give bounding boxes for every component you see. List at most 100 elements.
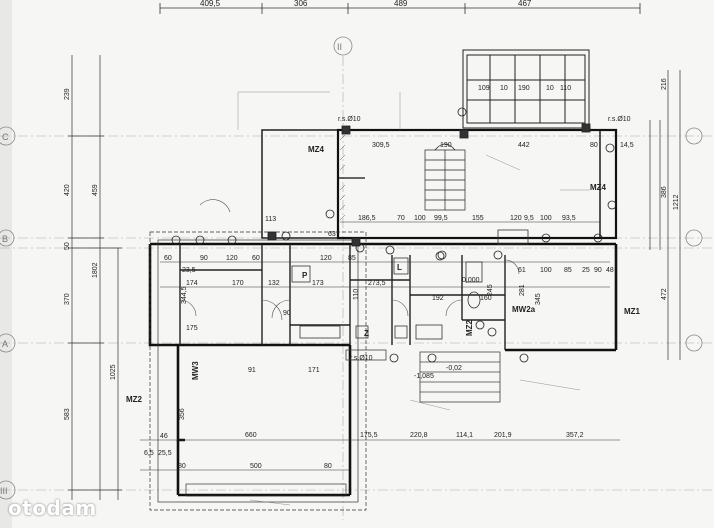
dim-63: 63 — [328, 231, 336, 238]
dim-201-9: 201,9 — [494, 432, 512, 439]
top-glazing-frame — [462, 49, 590, 129]
left-dim-459: 459 — [92, 184, 99, 196]
axis-label-a: A — [2, 339, 8, 349]
dim-132: 132 — [268, 280, 280, 287]
upper-wing-hatching — [339, 134, 346, 221]
right-dim-472: 472 — [661, 288, 668, 300]
leader-lines — [237, 91, 590, 506]
fixture-p: P — [302, 271, 308, 280]
dim-60: 60 — [164, 255, 172, 262]
dim-120d: 120 — [226, 255, 238, 262]
left-dim-370: 370 — [64, 293, 71, 305]
top-dim-2: 306 — [294, 0, 308, 8]
dim-25-5: 25,5 — [158, 450, 172, 457]
dim-442: 442 — [518, 142, 530, 149]
dim-245: 245 — [487, 284, 494, 296]
dim-113: 113 — [265, 216, 276, 223]
dim-500: 500 — [250, 463, 262, 470]
wall-tag-mz1: MZ1 — [624, 307, 641, 316]
top-dim-4: 467 — [518, 0, 532, 8]
dim-25: 25 — [582, 267, 590, 274]
dim-90c: 90 — [283, 310, 291, 317]
right-dim-216: 216 — [661, 78, 668, 90]
wall-tag-mz2-b: MZ2 — [465, 319, 474, 336]
left-dimension-lines — [68, 55, 122, 500]
dim-273-5: 273,5 — [368, 280, 386, 287]
lower-dimension-line — [140, 439, 620, 471]
top-dimension-line — [159, 3, 641, 14]
dim-281: 281 — [519, 284, 526, 296]
window-dim-190: 190 — [518, 85, 530, 92]
fixture-l: L — [397, 263, 402, 272]
dim-114-1: 114,1 — [456, 432, 473, 439]
dim-85a: 85 — [348, 255, 356, 262]
left-dim-583: 583 — [64, 408, 71, 420]
window-dim-10a: 10 — [500, 85, 508, 92]
main-dim-line — [160, 261, 610, 288]
dim-357-2: 357,2 — [566, 432, 584, 439]
dim-100a: 100 — [414, 215, 426, 222]
wall-tag-mw2a: MW2a — [512, 305, 536, 314]
dim-91: 91 — [248, 367, 256, 374]
dim-110: 110 — [353, 289, 360, 300]
dim-171: 171 — [308, 367, 320, 374]
dim-99-5: 99,5 — [434, 215, 448, 222]
dim-100c: 100 — [540, 267, 552, 274]
dim-80a: 80 — [178, 463, 186, 470]
wall-tag-mz4-right: MZ4 — [590, 183, 607, 192]
dim-93-5: 93,5 — [562, 215, 576, 222]
dim-100b: 100 — [540, 215, 552, 222]
dim-192: 192 — [432, 295, 444, 302]
dim-85b: 85 — [564, 267, 572, 274]
dim-70: 70 — [397, 215, 405, 222]
right-dim-1212: 1212 — [673, 194, 680, 210]
axis-markers — [0, 36, 703, 500]
dim-9-5: 9,5 — [524, 215, 534, 222]
dim-155: 155 — [472, 215, 484, 222]
top-dim-3: 489 — [394, 0, 408, 8]
dim-175: 175 — [186, 325, 198, 332]
left-dim-420: 420 — [64, 184, 71, 196]
dim-120a: 120 — [510, 215, 522, 222]
dim-660: 660 — [245, 432, 257, 439]
left-dim-50: 50 — [64, 242, 71, 250]
dim-90b: 90 — [594, 267, 602, 274]
dim-80b: 80 — [324, 463, 332, 470]
door-swings — [179, 199, 520, 321]
dim-120c: 120 — [320, 255, 332, 262]
axis-label-top: II — [337, 42, 342, 52]
window-dim-109: 109 — [478, 85, 490, 92]
dim-6-5: 6,5 — [144, 450, 154, 457]
dim-48a: 48 — [606, 267, 614, 274]
right-dim-386: 386 — [661, 186, 668, 198]
left-dim-1025: 1025 — [110, 364, 117, 380]
dim-345: 345 — [535, 293, 542, 305]
fixture-z: Z — [364, 329, 369, 338]
level-mark-minus: -0,02 — [446, 365, 462, 372]
dim-173: 173 — [312, 280, 324, 287]
window-dim-110: 110 — [560, 85, 571, 92]
axis-label-b: B — [2, 234, 8, 244]
level-mark-top: r.s.Ø10 — [338, 116, 361, 123]
dim-46: 46 — [160, 433, 168, 440]
wall-tag-mz4-left: MZ4 — [308, 145, 325, 154]
dim-61: 61 — [518, 267, 526, 274]
level-mark-zero: 0,000 — [462, 277, 480, 284]
level-mark-bottom: r.s.Ø10 — [350, 355, 373, 362]
dim-356: 356 — [179, 408, 186, 420]
dim-80: 80 — [590, 142, 598, 149]
dim-90a: 90 — [200, 255, 208, 262]
dim-160: 160 — [480, 295, 492, 302]
upper-wing-walls — [261, 128, 618, 240]
dim-344-5: 344,5 — [181, 286, 188, 304]
lower-wing-double-wall — [149, 231, 367, 511]
left-dim-1802: 1802 — [92, 262, 99, 278]
fixtures — [291, 229, 529, 340]
dim-170: 170 — [232, 280, 244, 287]
dim-14-5: 14,5 — [620, 142, 634, 149]
dim-120b: 60 — [252, 255, 260, 262]
staircase — [424, 143, 466, 211]
